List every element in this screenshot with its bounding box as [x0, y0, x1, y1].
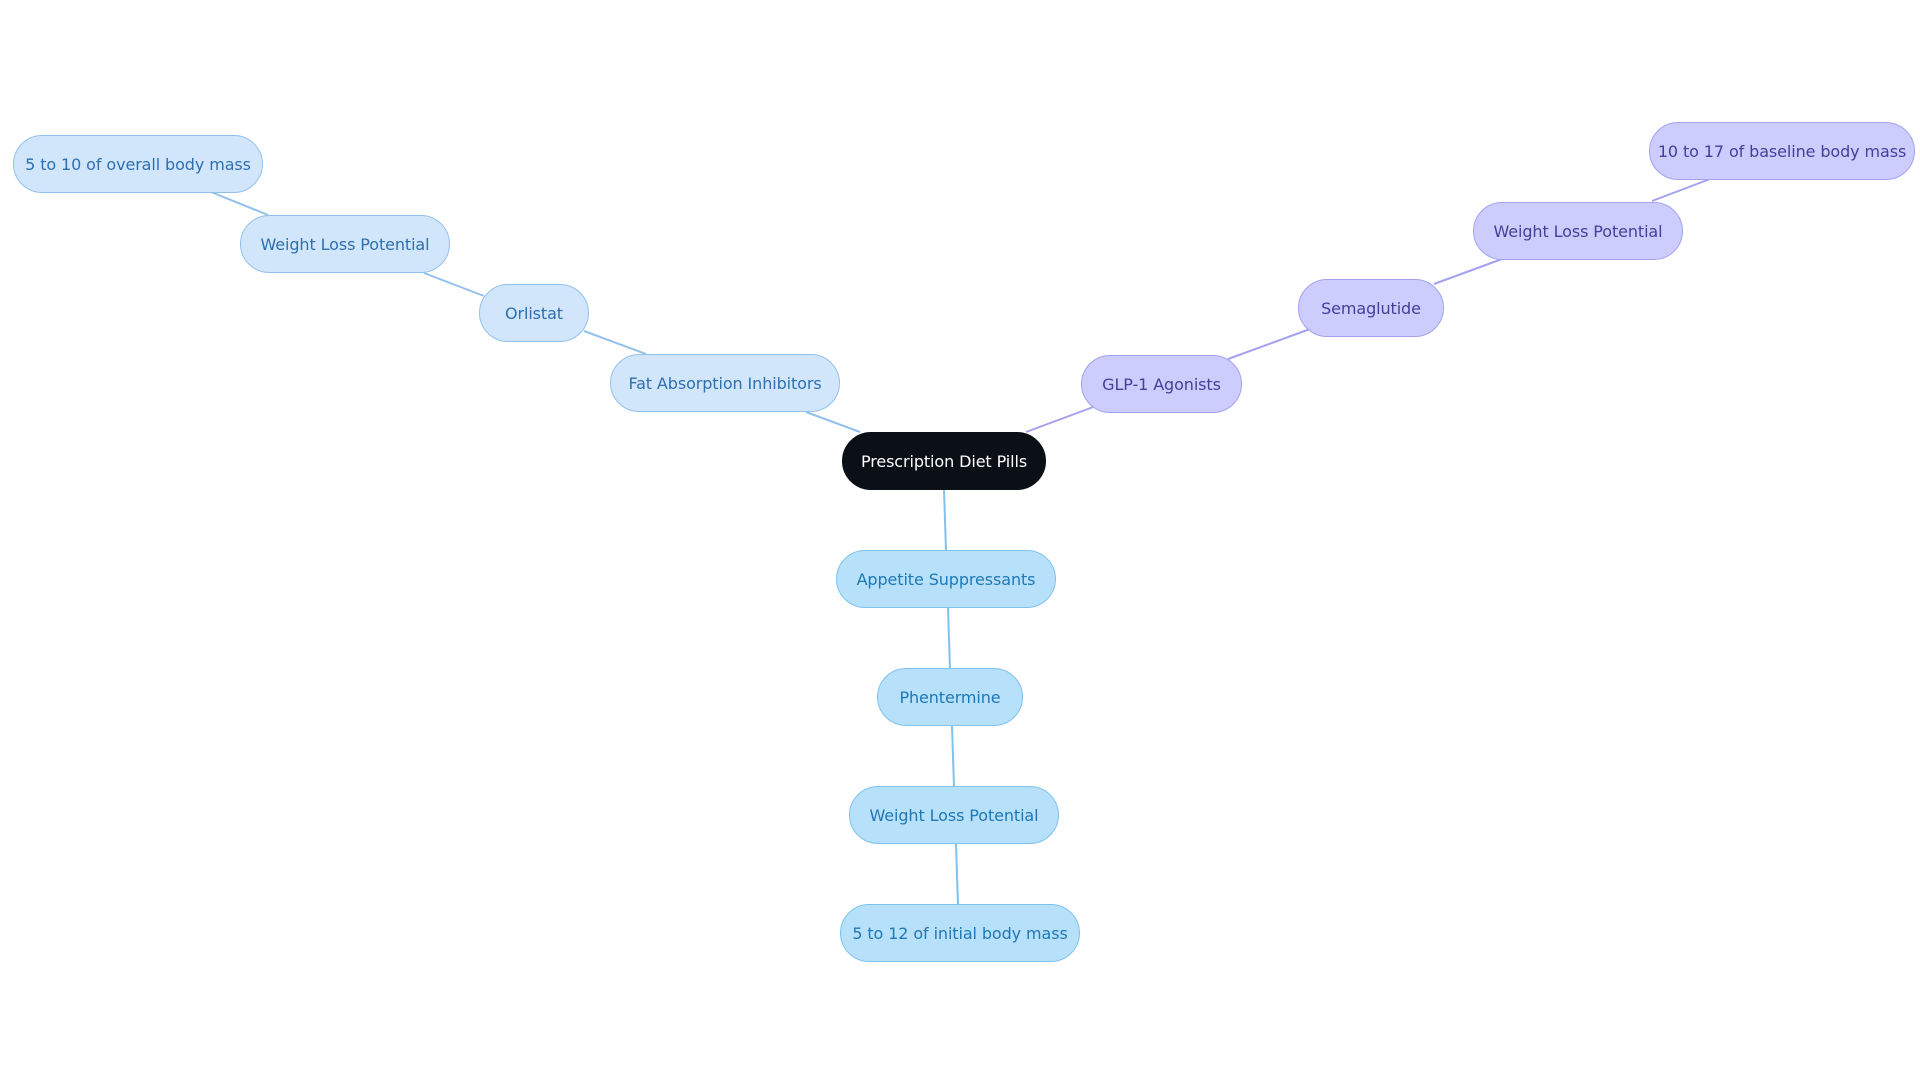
node-phentermine[interactable]: Phentermine	[877, 668, 1023, 726]
edge-metric-value-glp	[1651, 178, 1711, 202]
edge-orlistat-metric	[423, 272, 485, 297]
edge-appetite-phentermine	[947, 607, 951, 670]
edge-metric-value-fat	[210, 191, 269, 216]
edge-fat-orlistat	[583, 330, 647, 355]
node-appetite-weight-loss-potential[interactable]: Weight Loss Potential	[849, 786, 1059, 844]
node-fat-weight-loss-potential[interactable]: Weight Loss Potential	[240, 215, 450, 273]
node-appetite-value[interactable]: 5 to 12 of initial body mass	[840, 904, 1080, 962]
edge-root-glp	[1025, 405, 1097, 433]
edge-semaglutide-metric	[1433, 258, 1503, 285]
edge-root-appetite	[943, 489, 947, 552]
node-glp-value[interactable]: 10 to 17 of baseline body mass	[1649, 122, 1915, 180]
node-appetite-suppressants[interactable]: Appetite Suppressants	[836, 550, 1056, 608]
edge-metric-value-appetite	[955, 843, 959, 906]
node-fat-value[interactable]: 5 to 10 of overall body mass	[13, 135, 263, 193]
node-semaglutide[interactable]: Semaglutide	[1298, 279, 1444, 337]
edge-phentermine-metric	[951, 725, 955, 788]
root-node[interactable]: Prescription Diet Pills	[842, 432, 1046, 490]
node-fat-absorption-inhibitors[interactable]: Fat Absorption Inhibitors	[610, 354, 840, 412]
node-orlistat[interactable]: Orlistat	[479, 284, 589, 342]
node-glp-weight-loss-potential[interactable]: Weight Loss Potential	[1473, 202, 1683, 260]
edge-glp-semaglutide	[1227, 328, 1311, 360]
node-glp1-agonists[interactable]: GLP-1 Agonists	[1081, 355, 1242, 413]
edge-root-fat	[805, 411, 861, 433]
